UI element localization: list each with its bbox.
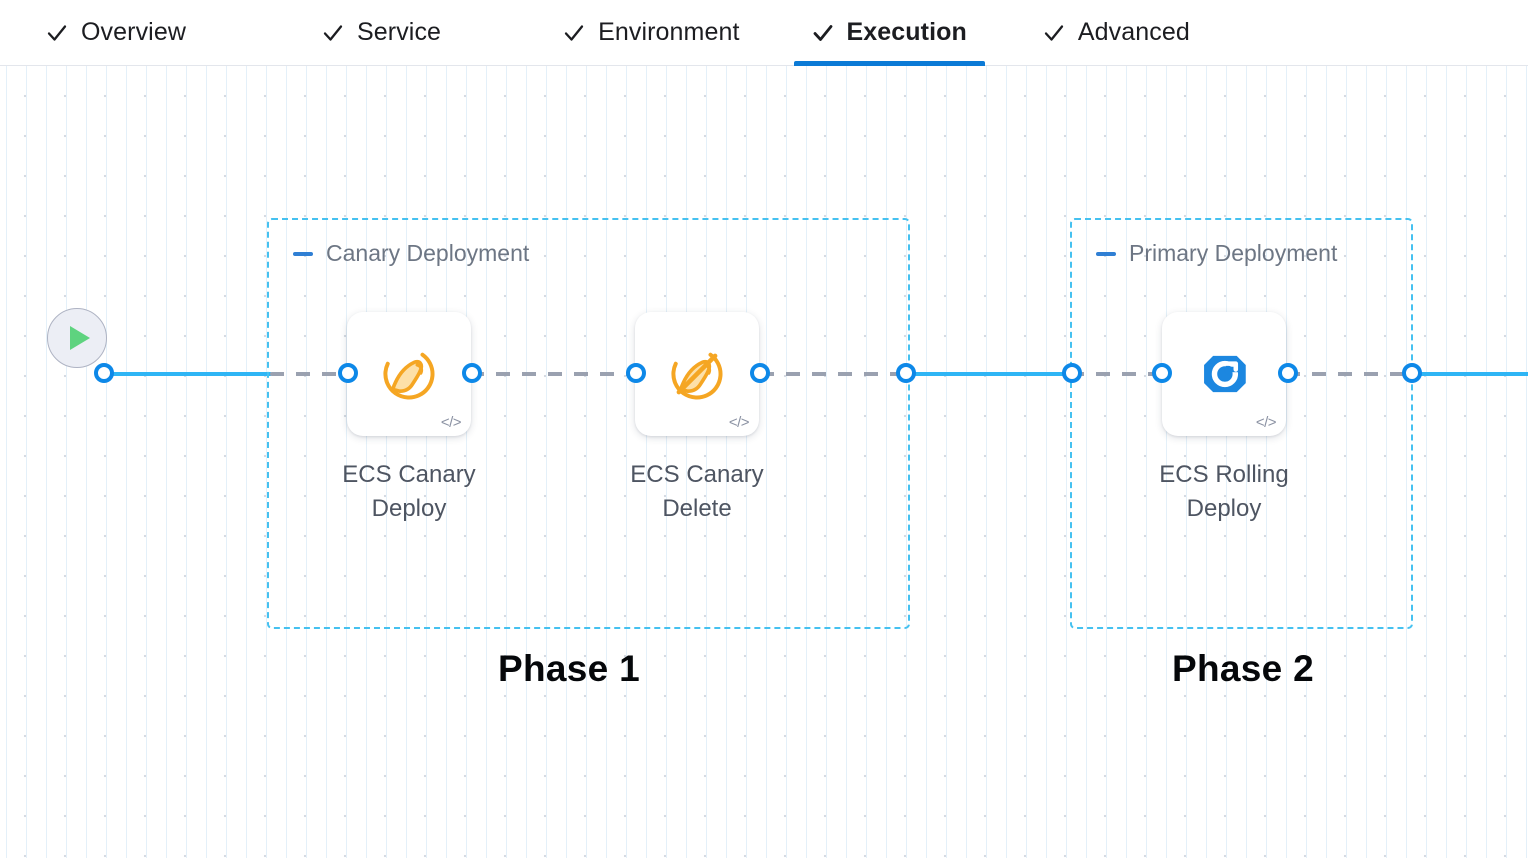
tab-advanced[interactable]: Advanced bbox=[1025, 0, 1208, 66]
port-canary-delete-input[interactable] bbox=[626, 363, 646, 383]
node-ecs-rolling-deploy[interactable]: </> bbox=[1162, 312, 1286, 436]
tab-label: Execution bbox=[846, 18, 967, 46]
code-badge-icon[interactable]: </> bbox=[1255, 414, 1277, 431]
code-badge-icon[interactable]: </> bbox=[728, 414, 750, 431]
port-canary-group-output[interactable] bbox=[896, 363, 916, 383]
group-primary-deployment[interactable]: Primary Deployment bbox=[1070, 218, 1413, 629]
code-badge-icon[interactable]: </> bbox=[440, 414, 462, 431]
stage-tab-bar: Overview Service Environment bbox=[0, 0, 1528, 66]
ecs-rolling-hexagon-icon bbox=[1195, 345, 1253, 403]
check-icon bbox=[322, 22, 344, 44]
group-title-label: Primary Deployment bbox=[1129, 240, 1338, 266]
minus-icon[interactable] bbox=[293, 251, 313, 256]
phase-label-2: Phase 2 bbox=[1172, 648, 1314, 689]
edge-canary-group-to-deploy bbox=[270, 372, 354, 376]
port-rolling-deploy-output[interactable] bbox=[1278, 363, 1298, 383]
node-label-ecs-rolling-deploy: ECS Rolling Deploy bbox=[1159, 461, 1289, 523]
tab-label: Overview bbox=[81, 18, 186, 46]
port-primary-group-input[interactable] bbox=[1062, 363, 1082, 383]
port-canary-deploy-output[interactable] bbox=[462, 363, 482, 383]
check-icon bbox=[812, 22, 834, 44]
group-primary-title-row: Primary Deployment bbox=[1096, 242, 1337, 265]
check-icon bbox=[46, 22, 68, 44]
edge-start-to-canary-group bbox=[104, 372, 272, 376]
edge-primary-group-to-next bbox=[1412, 372, 1528, 376]
phase-label-1: Phase 1 bbox=[498, 648, 640, 689]
canary-bird-icon bbox=[380, 345, 438, 403]
tab-label: Environment bbox=[598, 18, 740, 46]
port-canary-delete-output[interactable] bbox=[750, 363, 770, 383]
pipeline-canvas[interactable]: Canary Deployment Primary Deployment bbox=[0, 66, 1528, 858]
port-primary-group-output[interactable] bbox=[1402, 363, 1422, 383]
tab-overview[interactable]: Overview bbox=[28, 0, 204, 66]
edge-rolling-to-primary-group-exit bbox=[1286, 372, 1416, 376]
pipeline-start-node[interactable] bbox=[47, 308, 107, 368]
group-canary-deployment[interactable]: Canary Deployment bbox=[267, 218, 910, 629]
tab-label: Advanced bbox=[1077, 18, 1190, 46]
tab-environment[interactable]: Environment bbox=[545, 0, 757, 66]
port-rolling-deploy-input[interactable] bbox=[1152, 363, 1172, 383]
edge-deploy-to-delete bbox=[470, 372, 642, 376]
tab-service[interactable]: Service bbox=[304, 0, 459, 66]
tab-label: Service bbox=[357, 18, 442, 46]
node-ecs-canary-delete[interactable]: </> bbox=[635, 312, 759, 436]
canary-bird-strikethrough-icon bbox=[668, 345, 726, 403]
node-ecs-canary-deploy[interactable]: </> bbox=[347, 312, 471, 436]
minus-icon[interactable] bbox=[1096, 251, 1116, 256]
check-icon bbox=[563, 22, 585, 44]
group-canary-title-row: Canary Deployment bbox=[293, 242, 529, 265]
node-label-ecs-canary-delete: ECS Canary Delete bbox=[630, 461, 764, 523]
edge-primary-group-to-rolling bbox=[1070, 372, 1168, 376]
group-title-label: Canary Deployment bbox=[326, 240, 530, 266]
port-start-output[interactable] bbox=[94, 363, 114, 383]
play-icon bbox=[70, 326, 90, 350]
port-canary-deploy-input[interactable] bbox=[338, 363, 358, 383]
edge-canary-group-to-primary-group bbox=[906, 372, 1078, 376]
edge-delete-to-canary-group-exit bbox=[760, 372, 912, 376]
tab-execution[interactable]: Execution bbox=[793, 0, 986, 66]
check-icon bbox=[1043, 22, 1065, 44]
node-label-ecs-canary-deploy: ECS Canary Deploy bbox=[342, 461, 476, 523]
